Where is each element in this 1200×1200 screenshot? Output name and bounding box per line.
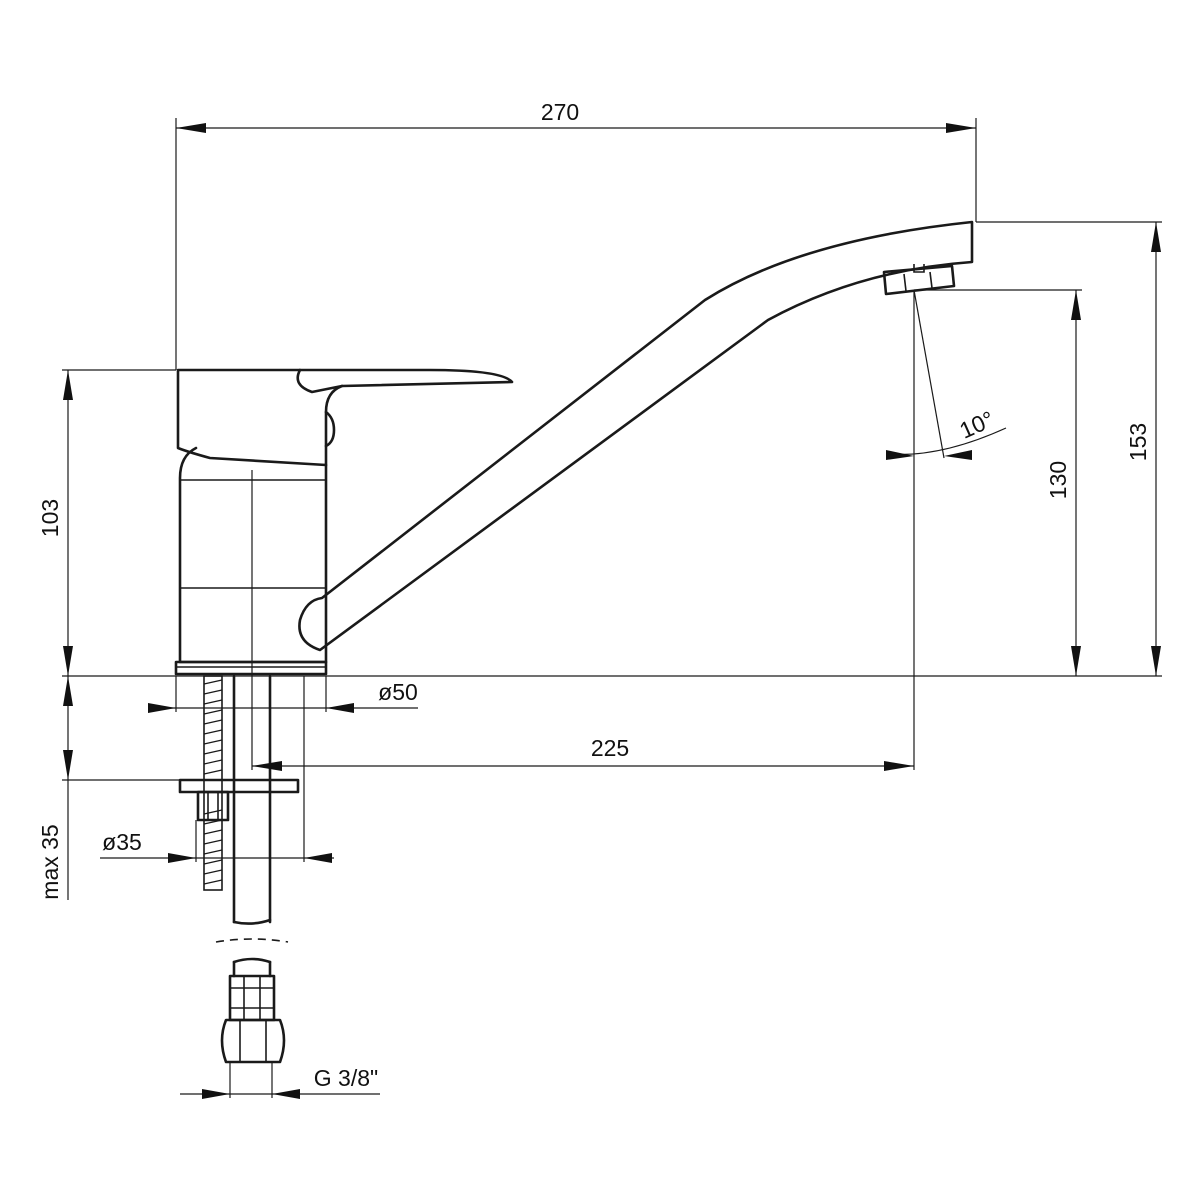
label-max35: max 35	[37, 824, 63, 899]
label-130: 130	[1045, 461, 1071, 499]
arrow-g38-right	[272, 1089, 300, 1099]
label-270: 270	[541, 99, 579, 125]
label-d50: ø50	[378, 679, 418, 705]
arrow-225-right	[884, 761, 914, 771]
dimension-lines	[63, 123, 1161, 1099]
stud-threads	[203, 679, 223, 885]
mounting-hardware	[178, 674, 300, 1064]
base-ring	[174, 660, 328, 676]
mounting-plate	[178, 778, 300, 794]
label-10deg: 10°	[956, 406, 998, 444]
hose-break-dash	[215, 938, 289, 943]
label-g38: G 3/8"	[314, 1065, 378, 1091]
arrow-153-top	[1151, 222, 1161, 252]
mounting-nut	[196, 790, 230, 822]
label-225: 225	[591, 735, 629, 761]
label-d35: ø35	[102, 829, 142, 855]
aerator	[882, 264, 956, 296]
lever-knob	[324, 410, 336, 448]
hex-connector-nut	[220, 1018, 286, 1064]
arrow-d50-right	[326, 703, 354, 713]
hose-fitting	[228, 974, 276, 1022]
label-153: 153	[1125, 423, 1151, 461]
arrow-270-right	[946, 123, 976, 133]
arrow-270-left	[176, 123, 206, 133]
faucet-cylinder	[178, 446, 328, 664]
hose-break-top	[232, 918, 272, 925]
aerator-line-2	[929, 271, 933, 289]
arrow-10deg-left	[886, 450, 914, 460]
arrow-130-bottom	[1071, 646, 1081, 676]
spray-angle-line	[913, 289, 945, 459]
arrow-130-top	[1071, 290, 1081, 320]
arrow-10deg-right	[944, 450, 972, 460]
arrow-103-bottom	[63, 646, 73, 676]
arrow-g38-left	[202, 1089, 230, 1099]
arrow-d35-left	[168, 853, 196, 863]
arrow-d35-right	[304, 853, 332, 863]
arrow-d50-left	[148, 703, 176, 713]
arrow-153-bottom	[1151, 646, 1161, 676]
arrow-max35-top	[63, 676, 73, 706]
lever-tip	[296, 368, 344, 394]
arrow-103-top	[63, 370, 73, 400]
dimension-labels: 270 153 130 103 max 35 ø50 225 ø35 G 3/8…	[37, 99, 1151, 1091]
extension-lines	[62, 118, 1162, 1098]
label-103: 103	[37, 499, 63, 537]
hose-break-bottom	[232, 957, 272, 964]
aerator-nub	[913, 264, 925, 273]
arrow-max35-bottom	[63, 750, 73, 780]
lever-handle	[176, 368, 514, 467]
faucet-outline	[174, 220, 974, 676]
arrow-225-left	[252, 761, 282, 771]
aerator-line	[903, 273, 907, 292]
spout	[298, 220, 974, 652]
